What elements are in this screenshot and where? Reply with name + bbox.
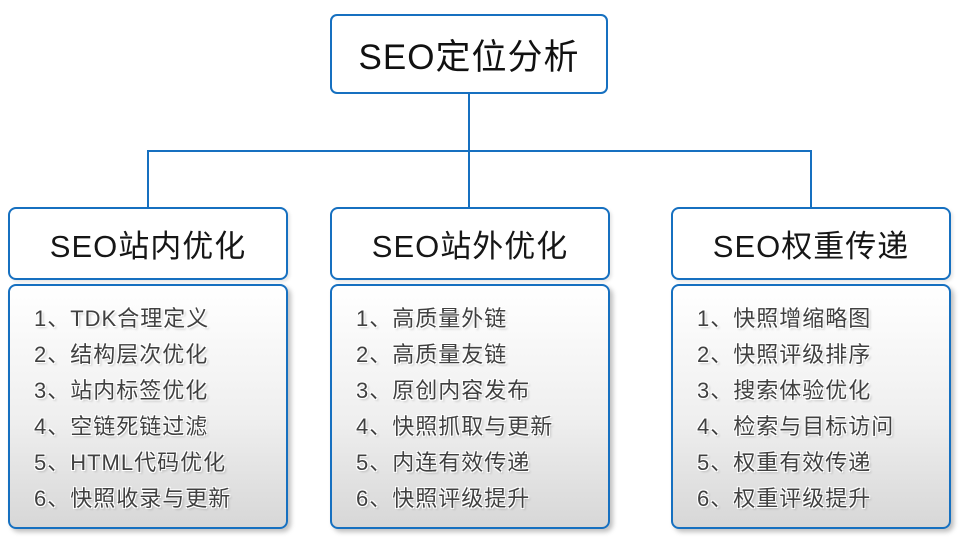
branch-onsite: SEO站内优化 1、TDK合理定义 2、结构层次优化 3、站内标签优化 4、空链… [8,207,288,529]
list-item: 3、站内标签优化 [34,378,209,403]
root-node-label: SEO定位分析 [358,37,580,77]
list-item: 5、内连有效传递 [356,450,531,475]
branch-title-label: SEO站外优化 [371,229,569,264]
connector-drop-right [810,150,812,208]
list-item: 3、原创内容发布 [356,378,531,403]
connector-drop-center [468,150,470,208]
list-item: 4、空链死链过滤 [34,414,209,439]
list-item: 2、快照评级排序 [697,342,872,367]
list-item: 3、搜索体验优化 [697,378,872,403]
branch-title: SEO权重传递 [671,207,951,280]
branch-list: 1、快照增缩略图 2、快照评级排序 3、搜索体验优化 4、检索与目标访问 5、权… [671,284,951,529]
list-item: 2、结构层次优化 [34,342,209,367]
list-item: 1、TDK合理定义 [34,306,210,331]
connector-root-stem [468,94,470,151]
branch-list: 1、高质量外链 2、高质量友链 3、原创内容发布 4、快照抓取与更新 5、内连有… [330,284,610,529]
branch-list: 1、TDK合理定义 2、结构层次优化 3、站内标签优化 4、空链死链过滤 5、H… [8,284,288,529]
list-item: 4、检索与目标访问 [697,414,895,439]
connector-horizontal [147,150,812,152]
branch-title-label: SEO权重传递 [712,229,910,264]
branch-weight: SEO权重传递 1、快照增缩略图 2、快照评级排序 3、搜索体验优化 4、检索与… [671,207,951,529]
branch-title: SEO站内优化 [8,207,288,280]
list-item: 2、高质量友链 [356,342,508,367]
list-item: 5、HTML代码优化 [34,450,227,475]
list-item: 6、快照收录与更新 [34,486,232,511]
list-item: 6、权重评级提升 [697,486,872,511]
branch-title-label: SEO站内优化 [49,229,247,264]
branch-title: SEO站外优化 [330,207,610,280]
list-item: 1、高质量外链 [356,306,508,331]
list-item: 5、权重有效传递 [697,450,872,475]
list-item: 6、快照评级提升 [356,486,531,511]
list-item: 4、快照抓取与更新 [356,414,554,439]
root-node: SEO定位分析 [330,14,608,94]
connector-drop-left [147,150,149,208]
branch-offsite: SEO站外优化 1、高质量外链 2、高质量友链 3、原创内容发布 4、快照抓取与… [330,207,610,529]
list-item: 1、快照增缩略图 [697,306,872,331]
